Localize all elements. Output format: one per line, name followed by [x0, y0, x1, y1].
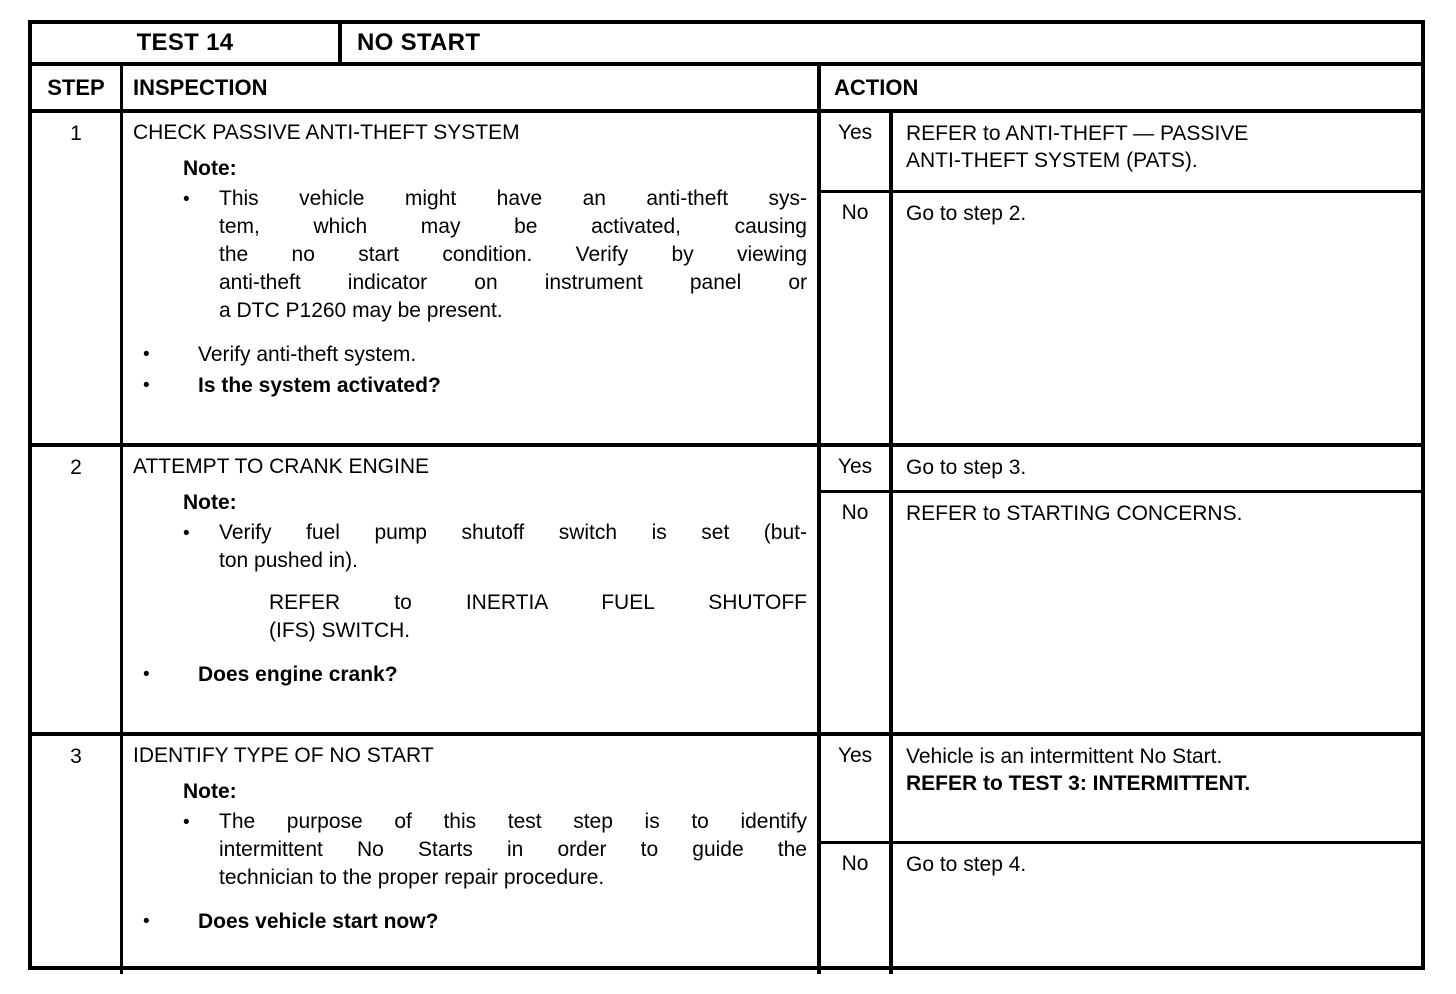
inspection-question: Is the system activated?	[198, 374, 441, 398]
bullet-icon: •	[183, 523, 190, 545]
text-line: Verify fuel pump shutoff switch is set (…	[219, 521, 807, 545]
note-bullet-item: • Verify fuel pump shutoff switch is set …	[183, 519, 807, 575]
answer-action-text: REFER to STARTING CONCERNS.	[893, 493, 1421, 732]
answer-action-text: Go to step 2.	[893, 193, 1421, 443]
text-line: The purpose of this test step is to iden…	[219, 810, 807, 834]
inspection-heading: CHECK PASSIVE ANTI-THEFT SYSTEM	[133, 121, 520, 144]
inspection-cell: IDENTIFY TYPE OF NO START Note: • The purpo…	[123, 736, 821, 974]
text-line: ANTI-THEFT SYSTEM (PATS).	[906, 148, 1198, 172]
step-number-cell: 2	[32, 447, 123, 732]
table-row: 3 IDENTIFY TYPE OF NO START Note: • The purp…	[32, 736, 1421, 974]
text-line: (IFS) SWITCH.	[269, 618, 411, 642]
inspection-cell: CHECK PASSIVE ANTI-THEFT SYSTEM Note: • Thi…	[123, 113, 821, 443]
note-bullet-item: • This vehicle might have an anti-theft s…	[183, 185, 807, 325]
table-header-row: STEP INSPECTION ACTION	[32, 66, 1421, 113]
text-line: This vehicle might have an anti-theft sy…	[219, 187, 807, 211]
text-line: anti-theft indicator on instrument panel…	[219, 270, 807, 294]
test-name-cell: NO START	[357, 29, 481, 56]
text-line: ton pushed in).	[219, 549, 358, 573]
step-number-cell: 1	[32, 113, 123, 443]
bullet-icon: •	[143, 343, 150, 365]
note-label: Note:	[183, 780, 237, 804]
answer-block: Yes Vehicle is an intermittent No Start. R…	[821, 736, 1421, 844]
note-bullet-text: Verify fuel pump shutoff switch is set (…	[219, 519, 807, 575]
column-header-action: ACTION	[834, 74, 919, 100]
test-number-cell: TEST 14	[32, 24, 342, 62]
inspection-question: Does engine crank?	[198, 662, 398, 686]
bullet-icon: •	[143, 663, 150, 685]
note-bullet-item: • The purpose of this test step is to ide…	[183, 808, 807, 892]
answer-label-yes: Yes	[821, 736, 893, 841]
note-label: Note:	[183, 157, 237, 181]
text-line: REFER to INERTIA FUEL SHUTOFF	[269, 591, 807, 615]
note-bullet-text: The purpose of this test step is to iden…	[219, 808, 807, 892]
text-line: REFER to TEST 3: INTERMITTENT.	[906, 771, 1251, 795]
answer-block: No REFER to STARTING CONCERNS.	[821, 493, 1421, 732]
note-sub-paragraph: REFER to INERTIA FUEL SHUTOFF (IFS) SWITC…	[269, 589, 807, 645]
answer-label-no: No	[821, 844, 893, 974]
text-line: technician to the proper repair procedur…	[219, 866, 605, 890]
inspection-bullet-item: • Does engine crank?	[143, 661, 807, 688]
inspection-question: Does vehicle start now?	[198, 909, 439, 933]
text-line: REFER to STARTING CONCERNS.	[906, 502, 1243, 525]
inspection-bullet-item: • Is the system activated?	[143, 372, 807, 399]
table-title-row: TEST 14 NO START	[32, 24, 1421, 66]
answer-block: Yes REFER to ANTI-THEFT — PASSIVE ANTI-THE…	[821, 113, 1421, 193]
inspection-bullet-item: • Does vehicle start now?	[143, 908, 807, 935]
answer-block: No Go to step 4.	[821, 844, 1421, 974]
bullet-icon: •	[143, 375, 150, 397]
answer-label-yes: Yes	[821, 447, 893, 490]
column-header-inspection: INSPECTION	[123, 66, 821, 109]
action-cell: Yes Go to step 3. No REFER to STARTING CONC…	[821, 447, 1421, 732]
answer-action-text: Vehicle is an intermittent No Start. REFE…	[893, 736, 1421, 841]
text-line: Go to step 2.	[906, 202, 1027, 225]
text-line: the no start condition. Verify by viewin…	[219, 243, 807, 267]
table-row: 1 CHECK PASSIVE ANTI-THEFT SYSTEM Note: • Th…	[32, 113, 1421, 447]
text-line: Vehicle is an intermittent No Start.	[906, 745, 1223, 768]
note-label: Note:	[183, 491, 237, 515]
diagnostic-table: TEST 14 NO START STEP INSPECTION ACTION …	[28, 20, 1425, 974]
bullet-icon: •	[183, 812, 190, 834]
answer-action-text: Go to step 4.	[893, 844, 1421, 974]
text-line: REFER to ANTI-THEFT — PASSIVE	[906, 122, 1249, 145]
column-header-step: STEP	[32, 66, 123, 109]
answer-label-yes: Yes	[821, 113, 893, 190]
answer-action-text: Go to step 3.	[893, 447, 1421, 490]
step-number-cell: 3	[32, 736, 123, 974]
inspection-heading: IDENTIFY TYPE OF NO START	[133, 744, 434, 767]
inspection-cell: ATTEMPT TO CRANK ENGINE Note: • Verify fuel…	[123, 447, 821, 732]
note-bullet-text: This vehicle might have an anti-theft sy…	[219, 185, 807, 325]
bullet-icon: •	[143, 910, 150, 932]
text-line: a DTC P1260 may be present.	[219, 298, 503, 322]
action-cell: Yes REFER to ANTI-THEFT — PASSIVE ANTI-THE…	[821, 113, 1421, 443]
inspection-heading: ATTEMPT TO CRANK ENGINE	[133, 455, 429, 478]
answer-label-no: No	[821, 493, 893, 732]
answer-action-text: REFER to ANTI-THEFT — PASSIVE ANTI-THEFT …	[893, 113, 1421, 190]
inspection-bullet-item: • Verify anti-theft system.	[143, 341, 807, 368]
table-row: 2 ATTEMPT TO CRANK ENGINE Note: • Verify fue…	[32, 447, 1421, 736]
inspection-instruction: Verify anti-theft system.	[198, 342, 417, 366]
answer-block: No Go to step 2.	[821, 193, 1421, 443]
table-body: 1 CHECK PASSIVE ANTI-THEFT SYSTEM Note: • Th…	[32, 113, 1421, 974]
answer-block: Yes Go to step 3.	[821, 447, 1421, 493]
text-line: intermittent No Starts in order to guide…	[219, 838, 807, 862]
text-line: tem, which may be activated, causing	[219, 215, 807, 239]
action-cell: Yes Vehicle is an intermittent No Start. R…	[821, 736, 1421, 974]
text-line: Go to step 4.	[906, 853, 1027, 876]
answer-label-no: No	[821, 193, 893, 443]
text-line: Go to step 3.	[906, 456, 1027, 479]
bullet-icon: •	[183, 189, 190, 211]
